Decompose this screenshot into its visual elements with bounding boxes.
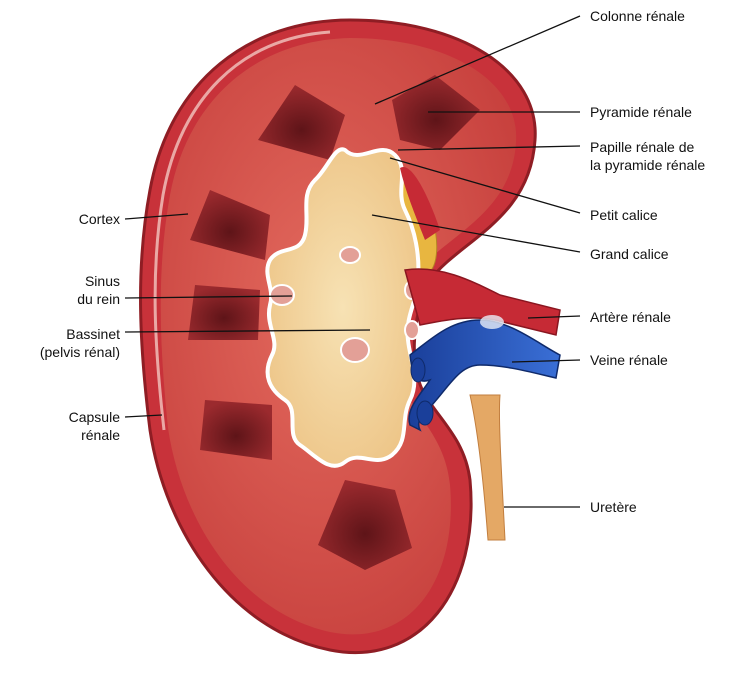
pyramid — [318, 480, 412, 570]
label-papille-renale: Papille rénale de la pyramide rénale — [590, 139, 706, 173]
renal-vein — [408, 319, 561, 432]
label-uretere: Uretère — [590, 499, 637, 515]
pyramid — [188, 285, 260, 340]
calyx-opening — [404, 320, 420, 340]
vein-opening — [410, 357, 426, 383]
label-petit-calice: Petit calice — [590, 207, 658, 223]
label-artere-renale: Artère rénale — [590, 309, 671, 325]
leader-colonne — [374, 15, 581, 105]
pyramid — [190, 190, 270, 260]
leader-veine — [511, 359, 581, 363]
leader-capsule — [124, 414, 163, 418]
leader-lines — [124, 15, 581, 508]
leader-papille — [397, 145, 581, 151]
leader-grand-calice — [371, 214, 581, 253]
calyx-opening — [340, 337, 370, 363]
calyx-opening — [269, 284, 295, 306]
label-colonne-renale: Colonne rénale — [590, 8, 685, 24]
leader-bassinet — [124, 329, 371, 333]
vein-opening — [480, 315, 504, 329]
artery-branch — [400, 166, 440, 240]
label-grand-calice: Grand calice — [590, 246, 669, 262]
label-veine-renale: Veine rénale — [590, 352, 668, 368]
renal-artery — [404, 268, 561, 336]
label-capsule-renale: Capsule rénale — [68, 409, 120, 443]
label-sinus-du-rein: Sinus du rein — [77, 273, 120, 307]
ureter — [469, 394, 506, 541]
calyx-opening — [339, 246, 361, 264]
renal-pelvis — [265, 147, 421, 468]
label-cortex: Cortex — [78, 211, 120, 227]
pyramid — [258, 85, 345, 160]
leader-sinus — [124, 295, 293, 299]
leader-artere — [527, 315, 581, 319]
pyramid — [200, 400, 272, 460]
leader-petit-calice — [389, 157, 581, 214]
capsule-highlight — [153, 30, 331, 431]
vein-opening — [416, 400, 434, 426]
label-pyramide-renale: Pyramide rénale — [590, 104, 692, 120]
leader-cortex — [124, 213, 189, 220]
label-bassinet: Bassinet (pelvis rénal) — [39, 326, 120, 360]
